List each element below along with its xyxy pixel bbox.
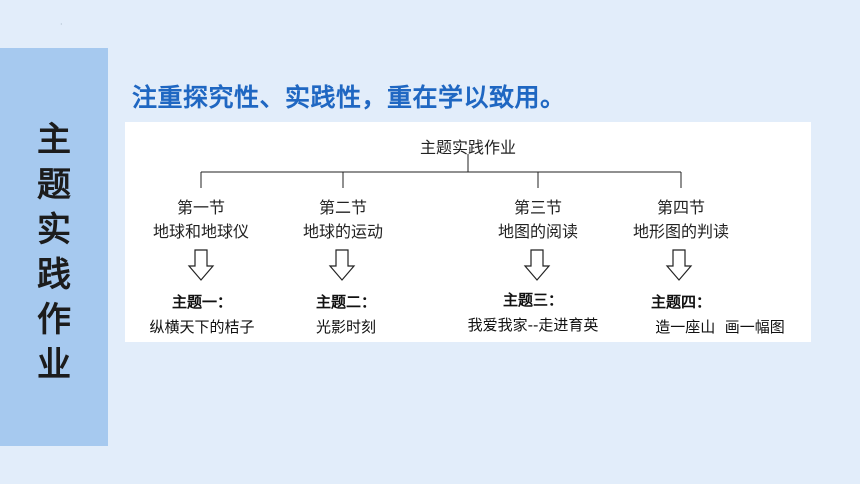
decorative-dot: · (60, 20, 63, 29)
down-arrow-icon (523, 249, 551, 281)
theme-title: 我爱我家--走进育英 (467, 316, 599, 334)
diagram-connectors (187, 154, 693, 281)
theme-label: 主题一： (171, 293, 232, 311)
theme-title: 造一座山 画一幅图 (655, 318, 785, 336)
side-title: 主 题 实 践 作 业 (0, 118, 108, 388)
section-node-4: 第四节 地形图的判读 (621, 196, 741, 244)
down-arrow-icon (328, 249, 356, 281)
side-title-char: 主 (37, 120, 71, 160)
theme-title: 纵横天下的桔子 (149, 318, 255, 336)
down-arrow-icon (187, 249, 215, 281)
theme-title: 光影时刻 (315, 318, 376, 336)
section-topic: 地球的运动 (302, 222, 383, 241)
section-number: 第三节 (513, 198, 562, 217)
side-panel (0, 48, 108, 446)
side-title-char: 作 (37, 300, 71, 340)
section-topic: 地图的阅读 (497, 222, 578, 241)
section-topic: 地球和地球仪 (152, 222, 249, 241)
section-topic: 地形图的判读 (632, 222, 729, 241)
page-heading: 注重探究性、实践性，重在学以致用。 (132, 83, 566, 112)
theme-label: 主题二： (315, 293, 376, 311)
side-title-char: 实 (37, 210, 71, 250)
theme-block-1: 主题一： 纵横天下的桔子 (131, 290, 273, 340)
side-title-char: 题 (37, 165, 71, 205)
theme-block-2: 主题二： 光影时刻 (291, 290, 401, 340)
section-node-2: 第二节 地球的运动 (283, 196, 403, 244)
theme-label: 主题四： (651, 293, 712, 311)
section-number: 第一节 (176, 198, 225, 217)
section-node-3: 第三节 地图的阅读 (478, 196, 598, 244)
section-number: 第二节 (318, 198, 367, 217)
side-title-char: 业 (37, 345, 71, 385)
practice-diagram: 主题实践作业 第一节 地球和地球仪 第二节 地球的运动 第三节 地图的阅读 第四… (125, 122, 811, 342)
section-node-1: 第一节 地球和地球仪 (141, 196, 261, 244)
down-arrow-icon (665, 249, 693, 281)
theme-label: 主题三： (502, 291, 563, 309)
theme-block-3: 主题三： 我爱我家--走进育英 (443, 288, 623, 338)
side-title-char: 践 (37, 255, 71, 295)
theme-block-4: 主题四： 造一座山 画一幅图 (633, 290, 807, 340)
diagram-root: 主题实践作业 (419, 138, 516, 157)
section-number: 第四节 (656, 198, 705, 217)
